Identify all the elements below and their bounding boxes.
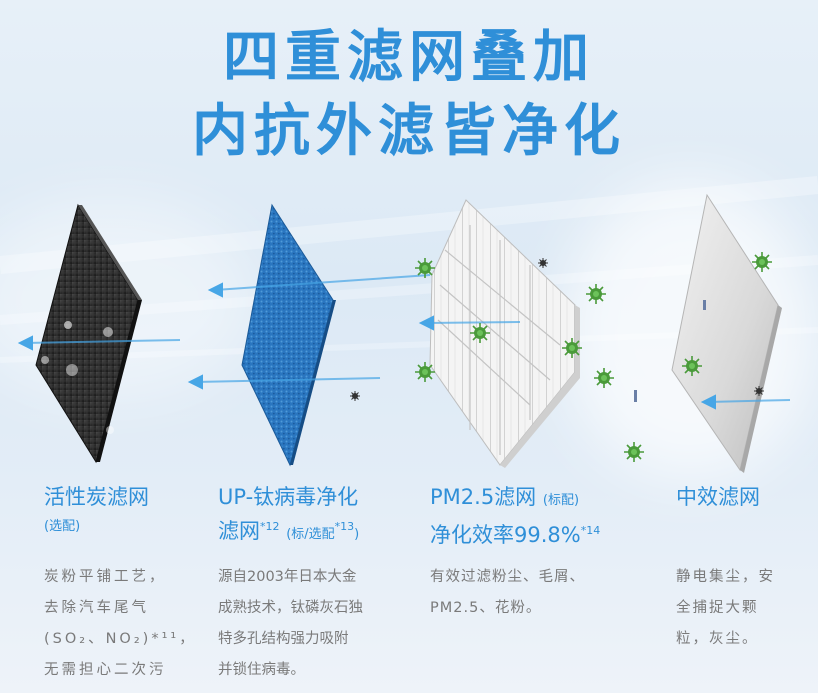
filter-tag: (标配): [542, 493, 580, 508]
filter-desc-medium: 静电集尘，安 全捕捉大颗 粒，灰尘。: [676, 562, 775, 655]
filter-name: PM2.5滤网: [430, 485, 537, 509]
filter-name: 中效滤网: [676, 485, 760, 509]
desc-line: 无需担心二次污: [44, 662, 167, 678]
desc-line: 源自2003年日本大金: [218, 569, 357, 585]
filter-illustration: [0, 176, 818, 473]
desc-line: 去除汽车尾气: [44, 600, 149, 616]
desc-line: 粒，灰尘。: [676, 631, 759, 647]
footnote-ref: *12: [260, 520, 280, 533]
filter-label-carbon: 活性炭滤网 (选配): [44, 482, 149, 542]
filter-label-medium: 中效滤网: [676, 482, 760, 512]
desc-line: 特多孔结构强力吸附: [218, 631, 349, 647]
filter-desc-pm25: 有效过滤粉尘、毛屑、 PM2.5、花粉。: [430, 562, 585, 624]
desc-line: 静电集尘，安: [676, 569, 775, 585]
headline-line1: 四重滤网叠加: [223, 25, 595, 90]
desc-line: 并锁住病毒。: [218, 662, 305, 678]
filter-desc-carbon: 炭粉平铺工艺， 去除汽车尾气 (SO₂、NO₂)*¹¹， 无需担心二次污: [44, 562, 197, 686]
desc-line: (SO₂、NO₂)*¹¹，: [44, 631, 197, 647]
filter-tag-end: ): [354, 527, 360, 542]
airflow-arrows: [17, 274, 791, 410]
filter-label-pm25: PM2.5滤网 (标配) 净化效率99.8%*14: [430, 482, 600, 550]
footnote-ref: *14: [580, 524, 601, 537]
footnote-ref: *13: [334, 520, 355, 533]
desc-line: PM2.5、花粉。: [430, 600, 542, 616]
filter-tag: (标/选配: [286, 527, 335, 542]
desc-line: 炭粉平铺工艺，: [44, 569, 167, 585]
desc-line: 成熟技术，钛磷灰石独: [218, 600, 363, 616]
headline-line2: 内抗外滤皆净化: [192, 99, 626, 164]
pm25-filter: [429, 199, 580, 468]
filter-desc-up-titanium: 源自2003年日本大金 成熟技术，钛磷灰石独 特多孔结构强力吸附 并锁住病毒。: [218, 562, 363, 686]
desc-line: 全捕捉大颗: [676, 600, 759, 616]
filter-label-up-titanium: UP-钛病毒净化 滤网*12 (标/选配*13): [218, 482, 359, 550]
filter-name: UP-钛病毒净化: [218, 485, 359, 509]
up-titanium-filter: [241, 203, 336, 467]
filter-efficiency: 净化效率99.8%: [430, 523, 581, 547]
activated-carbon-filter: [35, 203, 142, 464]
desc-line: 有效过滤粉尘、毛屑、: [430, 569, 585, 585]
filter-tag: (选配): [44, 519, 81, 534]
filter-name-line2: 滤网: [218, 519, 260, 543]
filter-name: 活性炭滤网: [44, 485, 149, 509]
